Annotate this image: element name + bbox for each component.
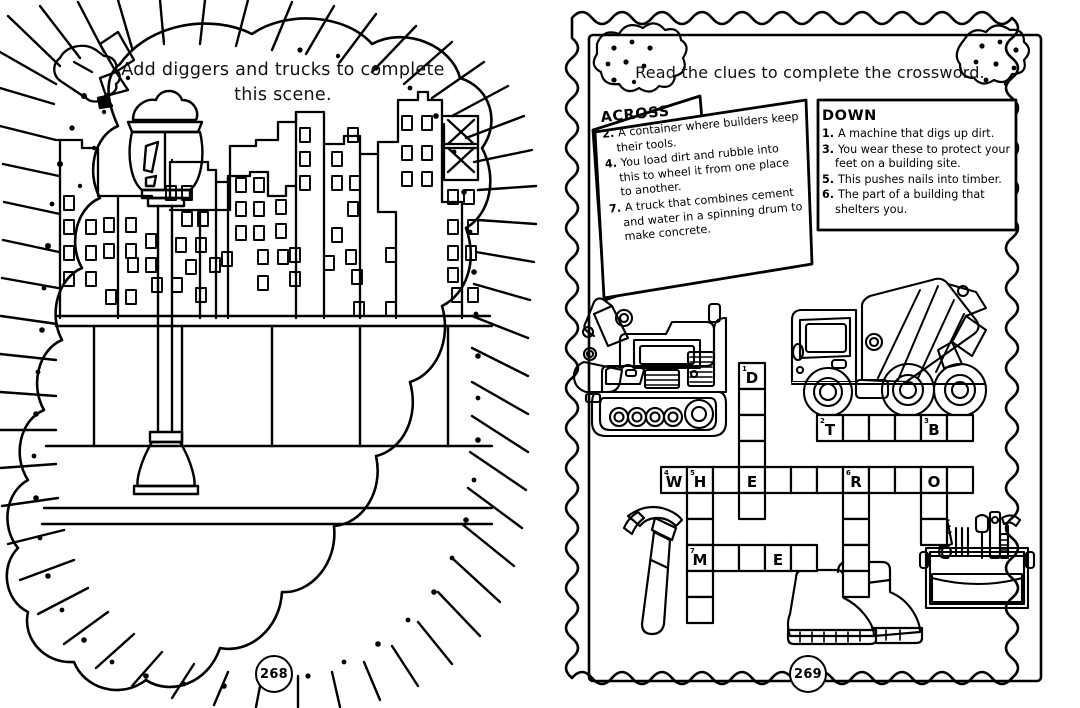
down-clues-card: DOWN 1. A machine that digs up dirt.3. Y… (822, 108, 1012, 219)
down-clue: 3. You wear these to protect your feet o… (822, 143, 1012, 172)
crossword-cell[interactable] (945, 413, 975, 443)
down-clue-number: 1. (822, 127, 838, 140)
across-clue-number: 4. (604, 156, 622, 171)
crossword-cell[interactable] (685, 569, 715, 599)
down-heading: DOWN (822, 108, 877, 124)
crossword-cell-number: 3 (924, 417, 929, 425)
crossword-cell-letter: E (772, 551, 784, 569)
crossword-cell-number: 2 (820, 417, 825, 425)
crossword-cell[interactable] (919, 491, 949, 521)
down-clue-text: You wear these to protect your feet on a… (835, 142, 1011, 171)
crossword-cell[interactable] (685, 595, 715, 625)
crossword-cell-number: 6 (846, 469, 851, 477)
down-clue-number: 5. (822, 172, 838, 186)
crossword-cell[interactable] (685, 491, 715, 521)
crossword-cell[interactable] (711, 543, 741, 573)
across-clue-number: 7. (608, 201, 626, 216)
crossword-cell-number: 5 (690, 469, 695, 477)
crossword-cell[interactable] (841, 517, 871, 547)
crossword-cell-number: 1 (742, 365, 747, 373)
down-clue-text: A machine that digs up dirt. (837, 127, 995, 140)
crossword-cell[interactable] (789, 465, 819, 495)
crossword-cell[interactable] (685, 517, 715, 547)
crossword-cell[interactable] (737, 439, 767, 469)
crossword-cell-letter: O (927, 473, 941, 491)
across-clue-number: 2. (601, 126, 619, 141)
crossword-cell[interactable] (867, 465, 897, 495)
crossword-cell[interactable] (789, 543, 819, 573)
crossword-cell-letter: B (928, 421, 940, 439)
page-number-right: 269 (789, 655, 827, 693)
across-clues-card: ACROSS 2. A container where builders kee… (600, 92, 810, 247)
crossword-cell[interactable] (711, 465, 741, 495)
left-page-title: Add diggers and trucks to complete this … (121, 60, 445, 105)
crossword-cell[interactable] (919, 517, 949, 547)
crossword-cell[interactable] (737, 413, 767, 443)
crossword-cell-letter: R (850, 473, 862, 491)
crossword-cell-letter: T (824, 421, 836, 439)
right-page-title: Read the clues to complete the crossword… (635, 63, 985, 82)
page-number-left: 268 (255, 655, 293, 693)
down-clue-number: 6. (822, 188, 838, 202)
crossword-cell[interactable] (945, 465, 975, 495)
crossword-cell[interactable] (841, 543, 871, 573)
crossword-cell-letter: W (665, 473, 683, 491)
crossword-cell[interactable] (893, 465, 923, 495)
crossword-cell[interactable] (815, 465, 845, 495)
crossword-cell[interactable] (737, 543, 767, 573)
crossword-cell-letter: E (746, 473, 758, 491)
crossword-cell[interactable] (763, 465, 793, 495)
crossword-cell-letter: D (745, 369, 759, 387)
crossword-cell-number: 7 (690, 547, 695, 555)
down-clue: 1. A machine that digs up dirt. (822, 127, 1012, 142)
crossword-cell[interactable] (737, 491, 767, 521)
down-clue: 6. The part of a building that shelters … (822, 188, 1012, 217)
crossword-cell[interactable] (841, 491, 871, 521)
down-clue: 5. This pushes nails into timber. (822, 173, 1012, 188)
crossword-cell-letter: M (692, 551, 708, 569)
crossword-cell[interactable] (841, 569, 871, 599)
crossword-cell[interactable] (737, 387, 767, 417)
crossword-cell[interactable] (867, 413, 897, 443)
crossword-cell-letter: H (693, 473, 707, 491)
crossword-cell[interactable] (893, 413, 923, 443)
down-clue-list: 1. A machine that digs up dirt.3. You we… (822, 127, 1012, 218)
crossword-cell[interactable] (841, 413, 871, 443)
down-clue-number: 3. (822, 142, 838, 156)
down-clue-text: The part of a building that shelters you… (835, 188, 985, 216)
crossword-cell-number: 4 (664, 469, 669, 477)
across-clue-list: 2. A container where builders keep their… (602, 110, 810, 246)
down-clue-text: This pushes nails into timber. (837, 172, 1002, 186)
